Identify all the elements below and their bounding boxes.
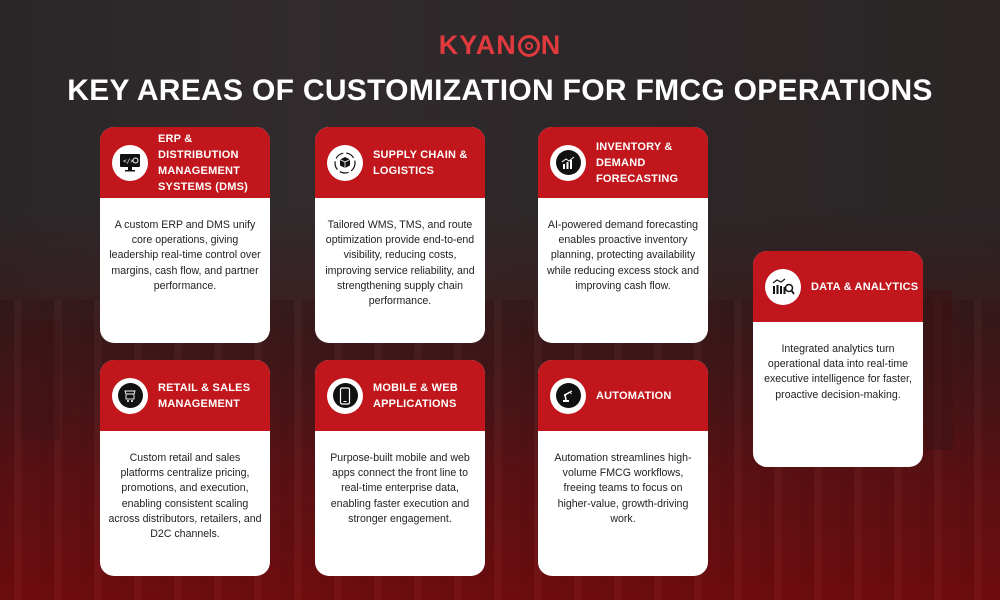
robot-arm-icon	[555, 383, 581, 408]
card-erp-dms: </> ERP & Distribution Management System…	[100, 127, 270, 343]
svg-text:</>: </>	[123, 158, 134, 165]
card-description: Integrated analytics turn operational da…	[764, 343, 912, 401]
card-title: Supply Chain & Logistics	[373, 148, 468, 177]
card-title: ERP & Distribution Management Systems (D…	[158, 132, 248, 193]
card-description: Purpose-built mobile and web apps connec…	[330, 452, 470, 525]
logo-text: KYAN	[438, 30, 517, 60]
card-title: Inventory & Demand Forecasting	[596, 140, 679, 185]
card-description: A custom ERP and DMS unify core operatio…	[109, 219, 261, 292]
icon-badge	[327, 377, 363, 414]
analytics-magnifier-icon	[770, 274, 796, 299]
smartphone-icon	[332, 383, 358, 408]
card-header: Supply Chain & Logistics	[315, 127, 485, 198]
icon-badge	[550, 144, 586, 181]
target-icon	[517, 35, 540, 57]
card-title: Automation	[596, 389, 672, 402]
card-header: Inventory & Demand Forecasting	[538, 127, 708, 198]
card-header: Mobile & Web Applications	[315, 360, 485, 431]
card-header: Data & Analytics	[753, 251, 923, 322]
card-retail-sales: Retail & Sales Management Custom retail …	[100, 360, 270, 576]
box-cycle-icon	[332, 150, 358, 175]
card-mobile-web: Mobile & Web Applications Purpose-built …	[315, 360, 485, 576]
store-cart-icon	[117, 383, 143, 408]
card-header: Automation	[538, 360, 708, 431]
icon-badge	[112, 377, 148, 414]
logo-text-end: N	[540, 30, 562, 60]
bar-chart-trend-icon	[555, 150, 581, 175]
card-description: Tailored WMS, TMS, and route optimizatio…	[325, 219, 475, 308]
icon-badge	[765, 268, 801, 305]
card-description: Custom retail and sales platforms centra…	[108, 452, 262, 541]
card-automation: Automation Automation streamlines high-v…	[538, 360, 708, 576]
icon-badge	[327, 144, 363, 181]
background-tower	[20, 320, 60, 440]
card-description: Automation streamlines high-volume FMCG …	[554, 452, 692, 525]
card-title: Data & Analytics	[811, 280, 919, 293]
background-tower	[925, 290, 953, 450]
card-title: Mobile & Web Applications	[373, 381, 458, 410]
card-supply-chain: Supply Chain & Logistics Tailored WMS, T…	[315, 127, 485, 343]
card-title: Retail & Sales Management	[158, 381, 251, 410]
card-header: Retail & Sales Management	[100, 360, 270, 431]
card-description: AI-powered demand forecasting enables pr…	[547, 219, 699, 292]
code-monitor-icon: </>	[117, 150, 143, 175]
page-title: KEY AREAS OF CUSTOMIZATION FOR FMCG OPER…	[67, 74, 933, 107]
card-header: </> ERP & Distribution Management System…	[100, 127, 270, 198]
card-data-analytics: Data & Analytics Integrated analytics tu…	[753, 251, 923, 467]
icon-badge	[550, 377, 586, 414]
kyanon-logo: KYAN N	[0, 30, 1000, 61]
card-inventory-forecasting: Inventory & Demand Forecasting AI-powere…	[538, 127, 708, 343]
icon-badge: </>	[112, 144, 148, 181]
